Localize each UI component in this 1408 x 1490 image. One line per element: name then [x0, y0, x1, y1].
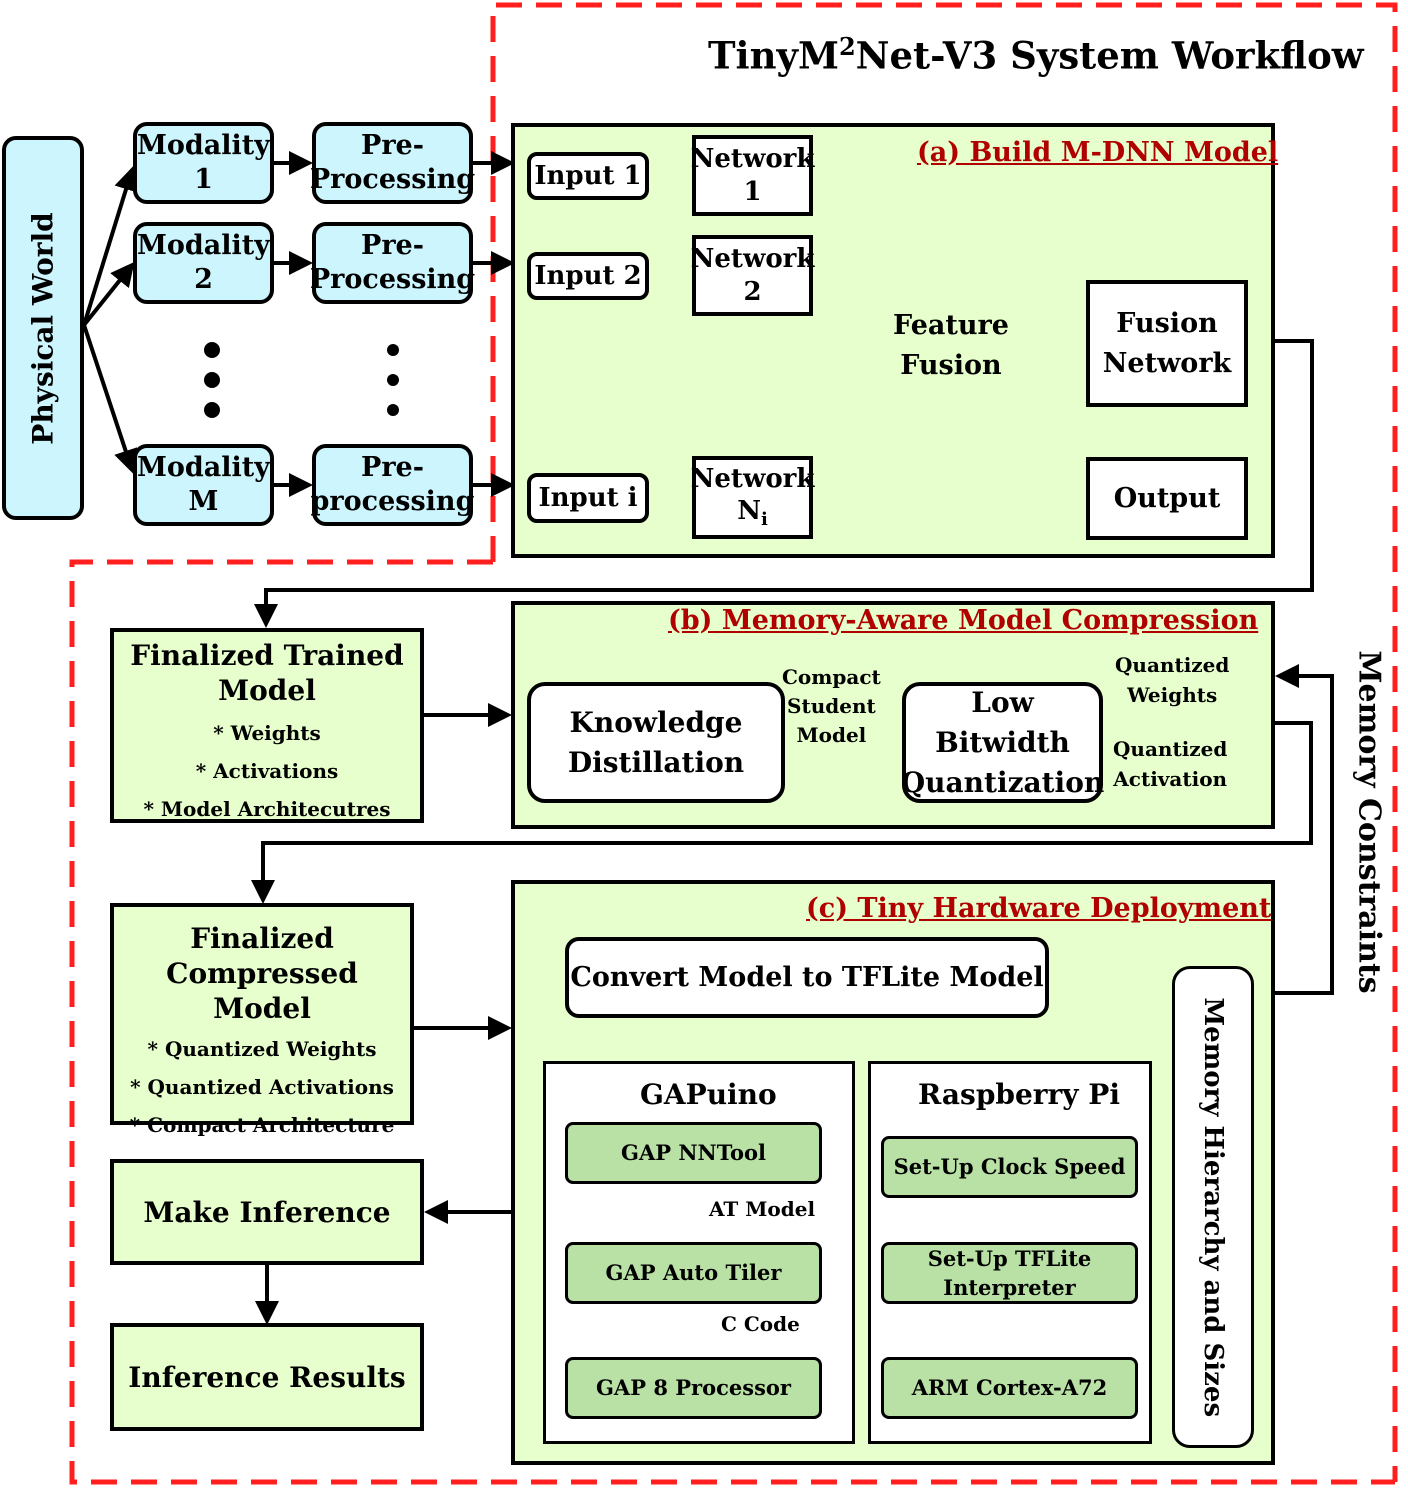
input-i-box: Input i	[527, 473, 649, 523]
raspberry-pi-title: Raspberry Pi	[918, 1078, 1121, 1111]
finalized-trained-model-box: Finalized Trained Model * Weights * Acti…	[110, 628, 424, 823]
gap-auto-tiler-box: GAP Auto Tiler	[565, 1242, 822, 1304]
gapuino-title: GAPuino	[640, 1078, 777, 1111]
arm-cortex-box: ARM Cortex-A72	[881, 1357, 1138, 1419]
convert-tflite-box: Convert Model to TFLite Model	[565, 937, 1049, 1018]
finalized-compressed-model-box: Finalized Compressed Model * Quantized W…	[110, 903, 414, 1137]
inference-results-box: Inference Results	[110, 1323, 424, 1431]
gap-nntool-box: GAP NNTool	[565, 1122, 822, 1184]
make-inference-box: Make Inference	[110, 1159, 424, 1265]
input-2-box: Input 2	[527, 252, 649, 300]
clock-speed-box: Set-Up Clock Speed	[881, 1136, 1138, 1198]
memory-constraints-label: Memory Constraints	[1351, 650, 1387, 994]
c-code-label: C Code	[721, 1312, 800, 1336]
input-1-box: Input 1	[527, 152, 649, 200]
preprocessing-2-box: Pre-Processing	[310, 222, 475, 304]
compression-title: (b) Memory-Aware Model Compression	[668, 605, 1259, 636]
deployment-title: (c) Tiny Hardware Deployment	[806, 893, 1272, 924]
memory-hierarchy-label: Memory Hierarchy and Sizes	[1198, 997, 1229, 1417]
preprocessing-m-box: Pre-processing	[311, 444, 474, 526]
diagram-title: TinyM2Net-V3 System Workflow	[708, 32, 1364, 78]
at-model-label: AT Model	[709, 1197, 816, 1221]
memory-hierarchy-box: Memory Hierarchy and Sizes	[1172, 966, 1254, 1448]
top-dashed-region	[490, 2, 1398, 1482]
network-n-box: Network Ni	[691, 456, 814, 539]
physical-world-label: Physical World	[26, 211, 60, 445]
output-box: Output	[1086, 457, 1248, 540]
gap8-processor-box: GAP 8 Processor	[565, 1357, 822, 1419]
build-mdnn-title: (a) Build M-DNN Model	[917, 137, 1279, 168]
physical-world-box: Physical World	[2, 136, 84, 520]
bottom-dashed-region	[69, 559, 1395, 1485]
preprocessing-1-box: Pre-Processing	[310, 122, 475, 204]
